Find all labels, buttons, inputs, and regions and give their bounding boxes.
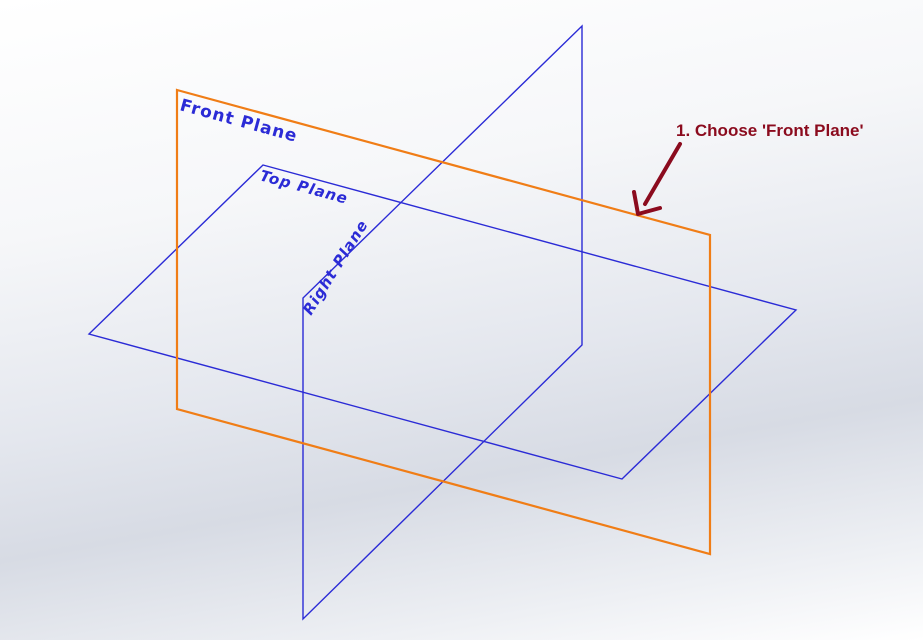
instruction-callout: 1. Choose 'Front Plane' [676, 121, 864, 140]
arrow-icon [632, 142, 682, 216]
front-plane[interactable] [175, 88, 712, 556]
right-plane-label[interactable]: Right Plane [299, 216, 372, 318]
front-plane-label[interactable]: Front Plane [178, 96, 300, 147]
top-plane[interactable] [87, 164, 798, 480]
top-plane-label[interactable]: Top Plane [258, 166, 350, 207]
right-plane[interactable] [302, 24, 583, 621]
